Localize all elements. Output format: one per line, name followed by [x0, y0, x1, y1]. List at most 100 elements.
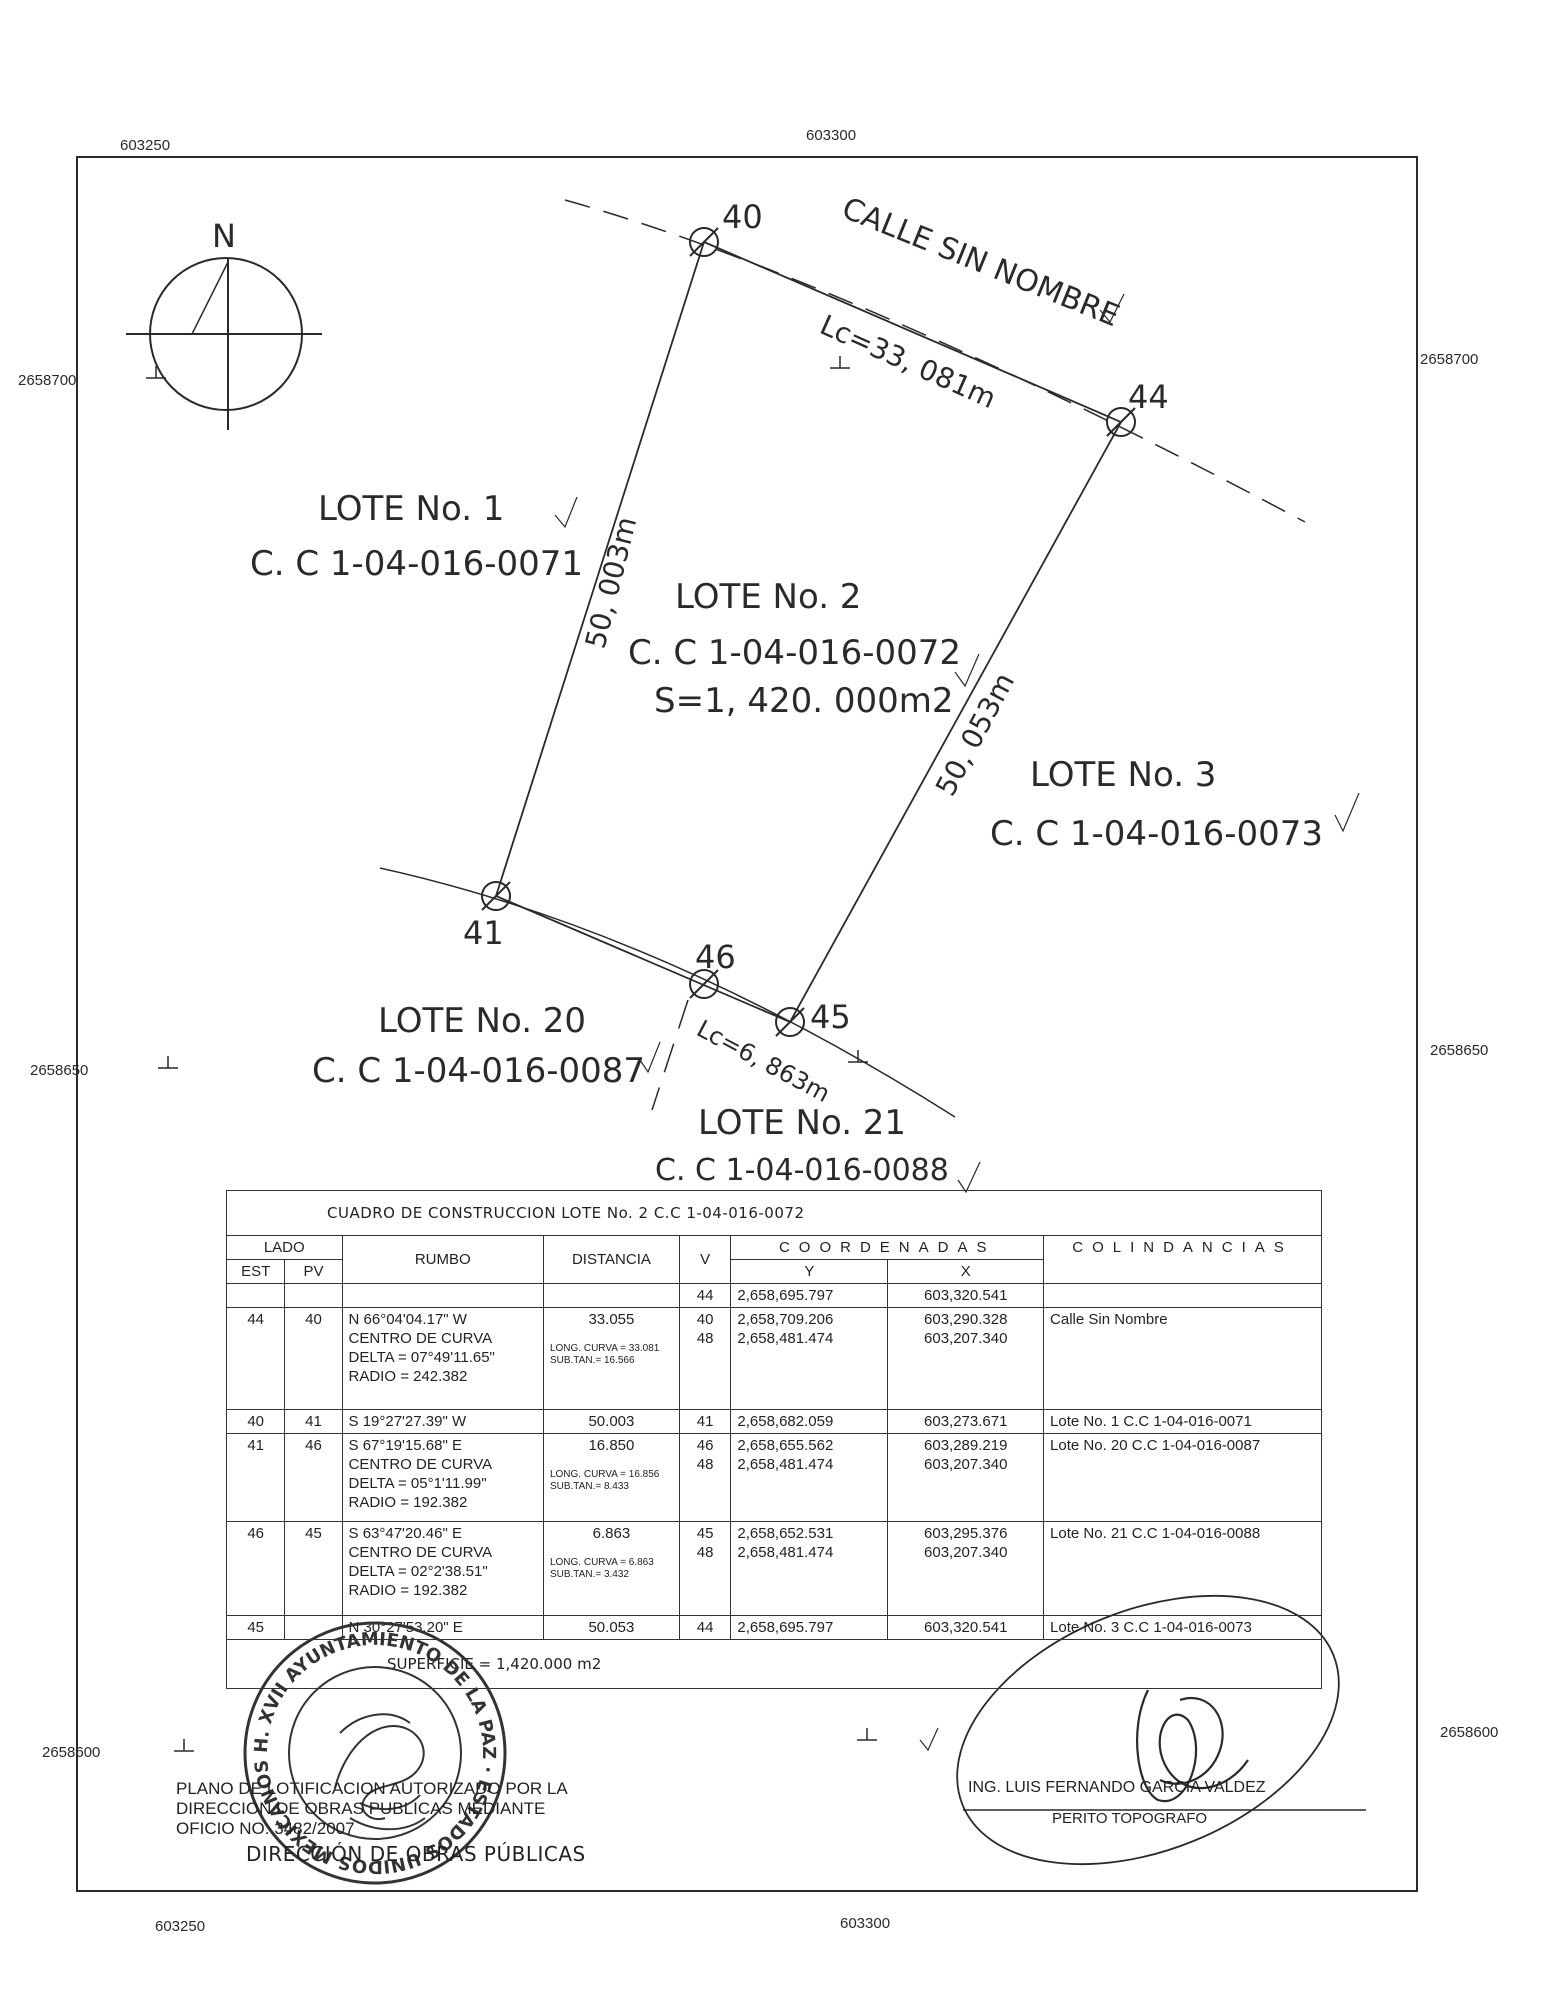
x-value: 603,289.219 — [924, 1437, 1008, 1454]
curve-length: LONG. CURVA = 33.081 — [549, 1343, 660, 1354]
grid-ticks — [146, 356, 877, 1752]
y-value: 2,658,481.474 — [737, 1330, 834, 1347]
cell-colindancia: Lote No. 3 C.C 1-04-016-0073 — [1043, 1615, 1322, 1640]
construction-table: CUADRO DE CONSTRUCCION LOTE No. 2 C.C 1-… — [225, 1190, 1322, 1689]
lote20-name: LOTE No. 20 — [378, 1001, 586, 1041]
header-lado: LADO — [226, 1235, 343, 1260]
cell-colindancia: Calle Sin Nombre — [1043, 1307, 1322, 1410]
cell-x: 603,273.671 — [887, 1409, 1045, 1434]
rumbo-radio: RADIO = 242.382 — [348, 1368, 468, 1385]
arc-length-top: Lc=33, 081m — [815, 308, 1001, 415]
cell-est: 44 — [225, 1307, 286, 1410]
cell-x: 603,320.541 — [887, 1615, 1045, 1640]
lote20-cc: C. C 1-04-016-0087 — [312, 1051, 645, 1091]
rumbo-radio: RADIO = 192.382 — [348, 1494, 468, 1511]
street-line-top — [564, 199, 1306, 523]
v-value: 48 — [696, 1330, 714, 1347]
superficie-row: SUPERFICIE = 1,420.000 m2 — [226, 1639, 1322, 1689]
v-value: 48 — [696, 1544, 714, 1561]
rumbo-delta: DELTA = 05°1'11.99" — [348, 1475, 487, 1492]
street-name: CALLE SIN NOMBRE — [837, 191, 1124, 334]
cell-rumbo: S 19°27'27.39" W — [341, 1409, 544, 1434]
v-value: 46 — [696, 1437, 714, 1454]
cell-est: 41 — [225, 1433, 286, 1522]
sub-tangent: SUB.TAN.= 8.433 — [549, 1481, 629, 1492]
y-value: 2,658,655.562 — [737, 1437, 834, 1454]
header-distancia: DISTANCIA — [542, 1235, 680, 1284]
authorization-note: PLANO DE LOTIFICACION AUTORIZADO POR LA … — [176, 1779, 568, 1839]
north-arrow-icon: N — [126, 217, 322, 430]
x-value: 603,295.376 — [924, 1525, 1008, 1542]
cell-v: 44 — [678, 1283, 732, 1308]
lote3-name: LOTE No. 3 — [1030, 755, 1216, 795]
point-45: 45 — [810, 998, 851, 1036]
header-est: EST — [225, 1259, 286, 1284]
grid-x-bottom-right: 603300 — [840, 1915, 890, 1932]
point-41: 41 — [463, 914, 504, 952]
cell-distancia: 50.003 — [542, 1409, 680, 1434]
vertex-40-icon — [689, 227, 719, 257]
header-pv: PV — [284, 1259, 343, 1284]
department-name: DIRECCIÓN DE OBRAS PÚBLICAS — [246, 1842, 586, 1866]
header-colindancias: COLINDANCIAS — [1043, 1235, 1322, 1284]
eagle-emblem-icon — [334, 1713, 426, 1831]
vertex-44-icon — [1106, 407, 1136, 437]
table-row: 46 45 S 63°47'20.46" E CENTRO DE CURVA D… — [225, 1521, 1322, 1616]
authorization-line-3: OFICIO NO. 3482/2007 — [176, 1819, 355, 1838]
point-44: 44 — [1128, 378, 1169, 416]
cell-rumbo: N 66°04'04.17" W CENTRO DE CURVA DELTA =… — [341, 1307, 544, 1410]
grid-x-bottom-left: 603250 — [155, 1918, 205, 1935]
table-row: 41 46 S 67°19'15.68" E CENTRO DE CURVA D… — [225, 1433, 1322, 1522]
cell-rumbo: S 63°47'20.46" E CENTRO DE CURVA DELTA =… — [341, 1521, 544, 1616]
cell-pv — [284, 1615, 343, 1640]
y-value: 2,658,652.531 — [737, 1525, 834, 1542]
vertex-41-icon — [481, 881, 511, 911]
lot-division-line — [651, 999, 689, 1111]
curve-length: LONG. CURVA = 6.863 — [549, 1557, 654, 1568]
grid-y-right-bottom: 2658600 — [1440, 1724, 1498, 1741]
curve-length: LONG. CURVA = 16.856 — [549, 1469, 660, 1480]
table-row: 45 N 30°27'53.20" E 50.053 44 2,658,695.… — [225, 1615, 1322, 1640]
lote2-name: LOTE No. 2 — [675, 577, 861, 617]
cell-colindancia: Lote No. 20 C.C 1-04-016-0087 — [1043, 1433, 1322, 1522]
lote1-cc: C. C 1-04-016-0071 — [250, 544, 583, 584]
vertex-46-icon — [689, 969, 719, 999]
rumbo-bearing: S 63°47'20.46" E — [348, 1525, 462, 1542]
cell-pv: 41 — [284, 1409, 343, 1434]
header-rumbo: RUMBO — [341, 1235, 544, 1284]
header-y: Y — [730, 1259, 889, 1284]
rumbo-delta: DELTA = 07°49'11.65" — [348, 1349, 495, 1366]
grid-y-left-top: 2658700 — [18, 372, 76, 389]
sub-tangent: SUB.TAN.= 16.566 — [549, 1355, 635, 1366]
distance-value: 6.863 — [592, 1525, 631, 1542]
rumbo-centro: CENTRO DE CURVA — [348, 1544, 493, 1561]
rumbo-radio: RADIO = 192.382 — [348, 1582, 468, 1599]
v-value: 40 — [696, 1311, 714, 1328]
rumbo-bearing: S 67°19'15.68" E — [348, 1437, 462, 1454]
lote2-area: S=1, 420. 000m2 — [654, 681, 953, 721]
cell-pv: 45 — [284, 1521, 343, 1616]
x-value: 603,207.340 — [924, 1330, 1008, 1347]
distance-value: 33.055 — [588, 1311, 635, 1328]
grid-y-left-bottom: 2658600 — [42, 1744, 100, 1761]
y-value: 2,658,481.474 — [737, 1544, 834, 1561]
rumbo-delta: DELTA = 02°2'38.51" — [348, 1563, 488, 1580]
lote21-name: LOTE No. 21 — [698, 1103, 906, 1143]
lote3-cc: C. C 1-04-016-0073 — [990, 814, 1323, 854]
plan-frame — [76, 156, 1418, 1892]
cell-x: 603,295.376 603,207.340 — [887, 1521, 1045, 1616]
x-value: 603,207.340 — [924, 1544, 1008, 1561]
cell-est: 40 — [225, 1409, 286, 1434]
grid-y-right-top: 2658700 — [1420, 351, 1478, 368]
cell-v: 41 — [678, 1409, 732, 1434]
cell-colindancia: Lote No. 1 C.C 1-04-016-0071 — [1043, 1409, 1322, 1434]
table-header-row: LADO RUMBO DISTANCIA V COORDENADAS COLIN… — [226, 1235, 1322, 1284]
rumbo-centro: CENTRO DE CURVA — [348, 1456, 493, 1473]
